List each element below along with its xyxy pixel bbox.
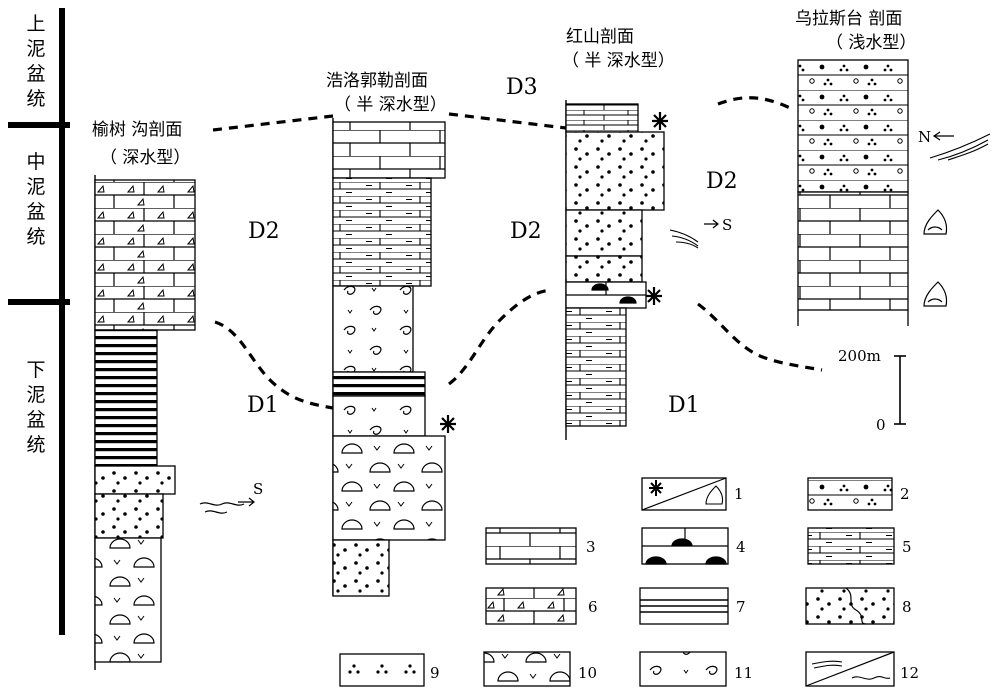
marker-s-mid: S — [722, 216, 732, 234]
hongshan-subtitle: （ 半 深水型） — [562, 51, 675, 71]
haoluo-tuff-lower — [332, 395, 426, 437]
wulasitai-limestone — [797, 191, 909, 311]
wulasitai-subtitle: （ 浅水型） — [826, 33, 916, 53]
hongshan-siltstone — [565, 307, 627, 427]
legend-num-9: 9 — [430, 664, 440, 682]
haoluo-subtitle: （ 半 深水型） — [334, 95, 447, 115]
correlation-upper-left — [212, 114, 334, 132]
correlation-upper-mid — [448, 112, 567, 130]
hongshan-title: 红山剖面 — [566, 27, 634, 47]
stage-d1-left: D1 — [247, 393, 279, 418]
haoluo-tuff-upper — [332, 285, 414, 373]
fossil-star-hongshan-mid — [646, 287, 662, 305]
section-haoluo: 浩洛郭勒剖面 （ 半 深水型） — [326, 71, 456, 597]
yushu-sandstone — [94, 465, 176, 495]
arrow-s-mid — [704, 219, 719, 229]
yushu-subtitle: （ 深水型） — [100, 148, 190, 168]
era-lower-1: 泥 — [26, 384, 45, 406]
era-upper-1: 泥 — [26, 38, 45, 60]
era-middle-1: 泥 — [26, 176, 45, 198]
legend-box-10 — [483, 651, 571, 687]
yushu-banded-shale — [94, 329, 158, 467]
correlation-lower-mid — [448, 288, 551, 386]
haoluo-volcanic — [332, 435, 446, 541]
correlation-upper-right — [717, 96, 791, 110]
stage-d2-mid: D2 — [510, 219, 542, 244]
current-symbol-right — [929, 133, 991, 161]
scale-top-label: 200m — [838, 347, 881, 365]
legend-box-5 — [807, 527, 895, 565]
stage-d1-right: D1 — [668, 393, 700, 418]
era-middle-0: 中 — [26, 151, 45, 173]
marker-s-left: S — [253, 480, 263, 498]
legend-num-4: 4 — [736, 538, 746, 556]
era-lower-3: 统 — [26, 434, 45, 456]
correlation-lower-right — [697, 302, 823, 372]
legend-num-11: 11 — [734, 664, 753, 682]
legend-box-9 — [339, 653, 425, 687]
correlation-lines — [212, 96, 823, 410]
hongshan-reef-mounds — [566, 282, 646, 304]
fossil-star-haoluo — [440, 415, 456, 433]
legend-num-12: 12 — [900, 664, 919, 682]
fossil-star-hongshan-top — [652, 112, 668, 130]
current-symbol-left — [199, 502, 245, 514]
legend-num-10: 10 — [578, 664, 597, 682]
legend-num-5: 5 — [902, 538, 912, 556]
yushu-triangle-limestone — [94, 179, 196, 331]
section-hongshan: 红山剖面 （ 半 深水型） S — [562, 27, 732, 440]
legend-num-7: 7 — [736, 598, 746, 616]
wulasitai-title: 乌拉斯台 剖面 — [795, 9, 902, 29]
legend-num-1: 1 — [734, 485, 744, 503]
legend-box-6 — [485, 587, 577, 625]
haoluo-title: 浩洛郭勒剖面 — [326, 71, 428, 91]
marker-n: N — [918, 128, 931, 146]
stage-d3-mid: D3 — [506, 75, 538, 100]
legend-num-8: 8 — [902, 598, 912, 616]
era-upper-3: 统 — [26, 88, 45, 110]
hongshan-limestone — [565, 103, 639, 133]
legend-box-2 — [807, 477, 893, 511]
yushu-wavy-sandstone — [94, 493, 164, 539]
era-lower-0: 下 — [26, 359, 45, 381]
yushu-volcanic — [94, 537, 162, 663]
legend-num-6: 6 — [588, 598, 598, 616]
section-yushu: 榆树 沟剖面 （ 深水型） S — [92, 120, 263, 670]
arrow-n — [932, 131, 954, 141]
scale-bar: 200m 0 — [838, 347, 906, 434]
current-symbol-mid — [669, 229, 699, 249]
stage-d2-left: D2 — [248, 219, 280, 244]
hongshan-sandstone-upper — [565, 131, 665, 211]
correlation-lower-left — [214, 320, 334, 410]
haoluo-siltstone — [332, 177, 432, 287]
stage-d2-right: D2 — [706, 169, 738, 194]
haoluo-banded — [332, 371, 426, 397]
era-upper-2: 盆 — [26, 63, 45, 85]
scale-bottom-label: 0 — [876, 416, 886, 434]
yushu-title: 榆树 沟剖面 — [92, 120, 182, 140]
gastropod-icon-upper — [923, 209, 948, 235]
hongshan-sandstone-mid — [565, 209, 643, 257]
arrow-s-left — [238, 497, 255, 507]
haoluo-limestone — [332, 121, 446, 179]
haoluo-sandstone — [332, 539, 390, 597]
legend-num-3: 3 — [586, 538, 596, 556]
era-upper-0: 上 — [26, 13, 45, 35]
legend-num-2: 2 — [900, 485, 910, 503]
era-middle-2: 盆 — [26, 201, 45, 223]
era-lower-2: 盆 — [26, 409, 45, 431]
wulasitai-conglomerate — [797, 59, 909, 193]
section-wulasitai: 乌拉斯台 剖面 （ 浅水型） N — [795, 9, 991, 326]
gastropod-icon-lower — [923, 281, 948, 307]
legend-box-3 — [485, 527, 577, 565]
era-column: 上 泥 盆 统 中 泥 盆 统 下 泥 盆 统 — [8, 8, 70, 635]
era-middle-3: 统 — [26, 226, 45, 248]
hongshan-sandstone-lower — [565, 255, 643, 283]
legend-box-11 — [639, 651, 727, 687]
legend: 1 2 3 4 5 6 7 8 9 10 — [339, 477, 919, 687]
